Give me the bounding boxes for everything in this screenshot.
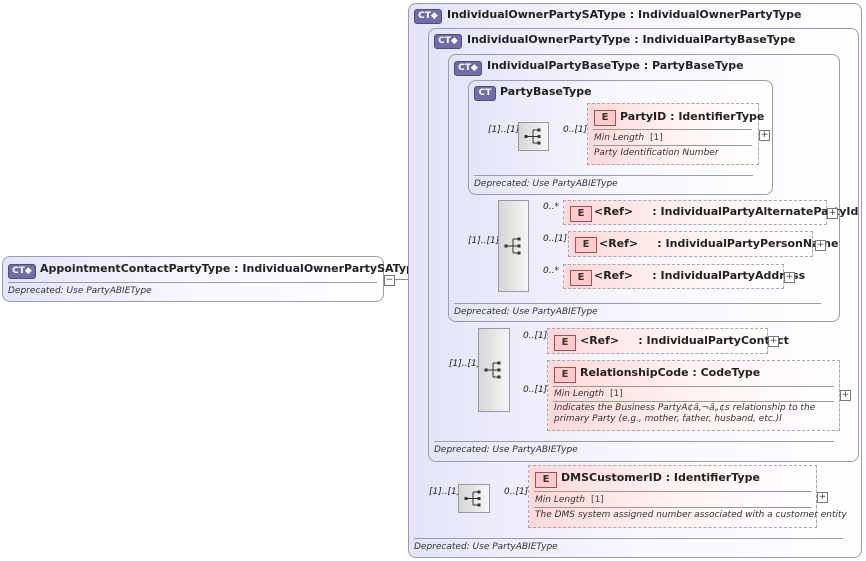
ct3-title: IndividualPartyBaseType : PartyBaseType — [487, 59, 744, 72]
ct-badge-icon: CT◆ — [454, 61, 482, 76]
ct3-deprecated: Deprecated: Use PartyABIEType — [454, 307, 598, 317]
ct2-deprecated: Deprecated: Use PartyABIEType — [434, 445, 578, 455]
cardinality-label: [1]..[1] — [468, 236, 500, 246]
facet-label: Min Length — [554, 389, 605, 399]
facet-value: [1] — [610, 389, 623, 399]
expand-icon[interactable]: + — [768, 336, 779, 347]
divider — [534, 507, 811, 508]
collapse-icon[interactable]: − — [384, 275, 395, 286]
element-badge-icon: E — [575, 237, 597, 253]
facet-value: [1] — [650, 133, 663, 143]
facet-label: Min Length — [594, 133, 645, 143]
ct1-title: IndividualOwnerPartySAType : IndividualO… — [447, 8, 802, 21]
root-deprecated: Deprecated: Use PartyABIEType — [8, 286, 152, 296]
root-complex-type[interactable]: CT◆ AppointmentContactPartyType : Indivi… — [2, 256, 421, 302]
divider — [553, 386, 834, 387]
divider — [414, 538, 843, 539]
element-title: DMSCustomerID : IdentifierType — [561, 471, 760, 484]
element-title: <Ref> : IndividualPartyAddress — [594, 269, 806, 282]
cardinality-label: [1]..[1] — [449, 359, 481, 369]
element-dms-customer-id[interactable]: E DMSCustomerID : IdentifierType Min Len… — [528, 465, 847, 528]
sequence-icon — [504, 237, 521, 255]
sequence-icon — [464, 490, 481, 507]
element-badge-icon: E — [570, 270, 592, 286]
sequence-icon — [484, 361, 501, 379]
element-title: <Ref> : IndividualPartyAlternatePartyId — [594, 205, 859, 218]
divider — [593, 129, 752, 130]
expand-icon[interactable]: + — [784, 272, 795, 283]
ct4-deprecated: Deprecated: Use PartyABIEType — [474, 179, 618, 189]
element-person-name[interactable]: E <Ref> : IndividualPartyPersonName — [568, 231, 838, 257]
element-badge-icon: E — [594, 110, 616, 126]
expand-icon[interactable]: + — [827, 208, 838, 219]
ct-badge-icon: CT◆ — [414, 9, 442, 24]
cardinality-label: [1]..[1] — [429, 487, 461, 497]
facet-value: [1] — [591, 495, 604, 505]
element-description: Indicates the Business PartyÃ¢â‚¬â„¢s re… — [554, 403, 816, 424]
ct-badge-icon: CT◆ — [434, 34, 462, 49]
element-badge-icon: E — [570, 206, 592, 222]
element-description: Party Identification Number — [594, 148, 719, 158]
divider — [474, 175, 753, 176]
cardinality-label: 0..* — [543, 266, 559, 276]
element-badge-icon: E — [554, 335, 576, 351]
cardinality-label: 0..[1] — [543, 234, 568, 244]
facet-label: Min Length — [535, 495, 586, 505]
expand-icon[interactable]: + — [817, 492, 828, 503]
divider — [434, 441, 834, 442]
element-contact[interactable]: E <Ref> : IndividualPartyContact — [547, 328, 789, 354]
sequence-compositor[interactable] — [518, 122, 549, 151]
element-relationship-code[interactable]: E RelationshipCode : CodeType Min Length… — [547, 360, 840, 431]
ct2-title: IndividualOwnerPartyType : IndividualPar… — [467, 33, 796, 46]
root-title: AppointmentContactPartyType : Individual… — [40, 262, 422, 275]
ct1-deprecated: Deprecated: Use PartyABIEType — [414, 542, 558, 552]
ct-badge-icon: CT — [474, 86, 496, 101]
element-title: <Ref> : IndividualPartyPersonName — [599, 237, 839, 250]
element-alternate-party-id[interactable]: E <Ref> : IndividualPartyAlternatePartyI… — [563, 200, 858, 225]
element-title: <Ref> : IndividualPartyContact — [580, 334, 789, 347]
divider — [8, 282, 377, 283]
divider — [593, 145, 752, 146]
cardinality-label: 0..[1] — [523, 385, 548, 395]
sequence-icon — [524, 128, 541, 145]
sequence-compositor[interactable] — [478, 328, 510, 412]
cardinality-label: 0..[1] — [504, 487, 529, 497]
cardinality-label: 0..[1] — [523, 331, 548, 341]
ct-badge-icon: CT◆ — [8, 264, 36, 279]
divider — [534, 491, 811, 492]
element-title: PartyID : IdentifierType — [620, 110, 765, 123]
expand-icon[interactable]: + — [840, 390, 851, 401]
divider — [454, 303, 821, 304]
expand-icon[interactable]: + — [815, 240, 826, 251]
element-description: The DMS system assigned number associate… — [535, 510, 847, 520]
cardinality-label: [1]..[1] — [488, 125, 520, 135]
element-badge-icon: E — [535, 472, 557, 488]
element-address[interactable]: E <Ref> : IndividualPartyAddress — [563, 264, 805, 289]
sequence-compositor[interactable] — [458, 484, 490, 513]
element-party-id[interactable]: E PartyID : IdentifierType Min Length [1… — [587, 103, 764, 165]
connector — [393, 279, 419, 280]
divider — [553, 401, 834, 402]
element-badge-icon: E — [554, 367, 576, 383]
element-title: RelationshipCode : CodeType — [580, 366, 761, 379]
cardinality-label: 0..[1] — [563, 125, 588, 135]
ct4-title: PartyBaseType — [500, 85, 592, 98]
sequence-compositor[interactable] — [498, 200, 529, 292]
cardinality-label: 0..* — [543, 202, 559, 212]
expand-icon[interactable]: + — [759, 130, 770, 141]
